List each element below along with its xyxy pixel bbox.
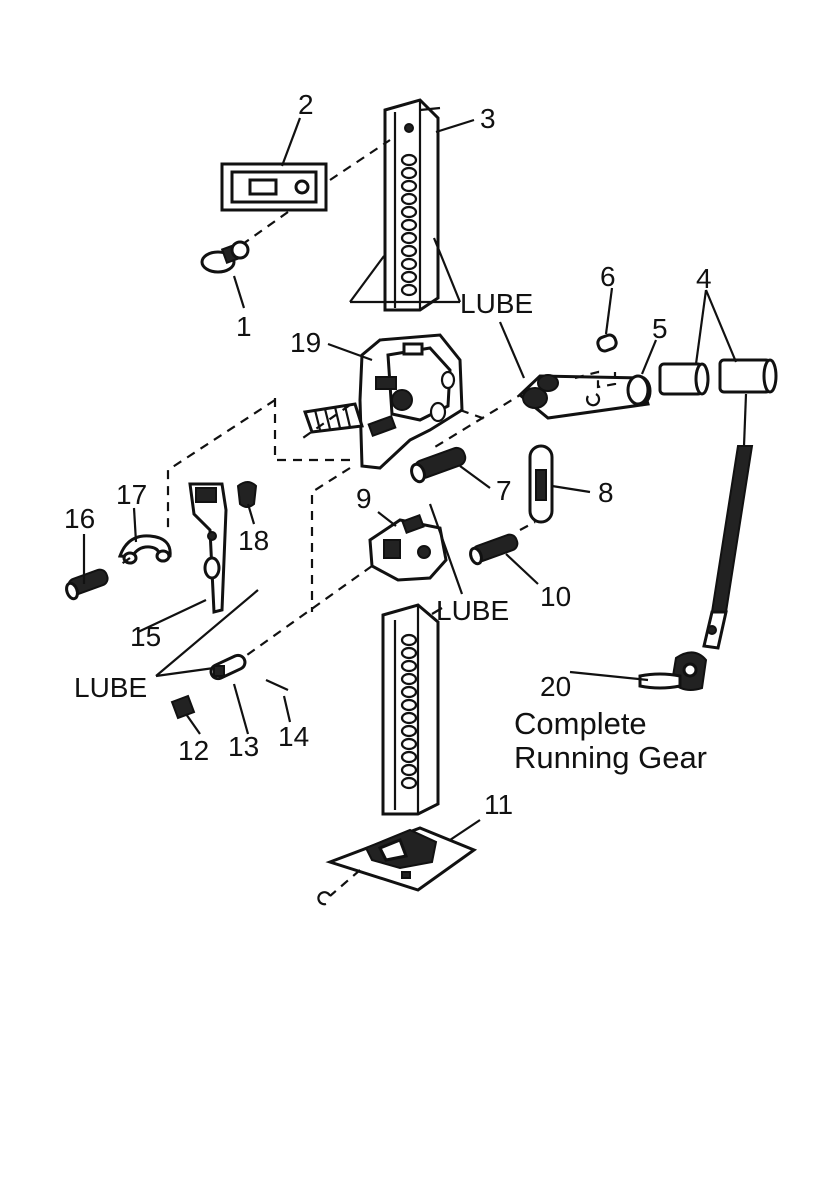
part-label-4: 4 (696, 263, 712, 294)
part-label-10: 10 (540, 581, 571, 612)
lube-label-left: LUBE (74, 672, 147, 703)
pawl-18 (238, 482, 256, 507)
part-label-20: 20 (540, 671, 571, 702)
part-label-9: 9 (356, 483, 372, 514)
caption-line-2: Running Gear (514, 740, 707, 775)
top-plate (222, 164, 326, 210)
climbing-casting (360, 335, 462, 468)
part-label-17: 17 (116, 479, 147, 510)
part-label-14: 14 (278, 721, 309, 752)
part-label-15: 15 (130, 621, 161, 652)
upper-standard-bar (385, 100, 440, 310)
hook (318, 892, 330, 904)
pin-7 (409, 446, 467, 484)
pin-6 (596, 333, 618, 352)
bar-holes-upper (402, 155, 416, 295)
part-label-18: 18 (238, 525, 269, 556)
link-8 (530, 446, 552, 522)
part-label-6: 6 (600, 261, 616, 292)
part-label-16: 16 (64, 503, 95, 534)
lower-standard-bar (383, 605, 438, 814)
bushing-5 (628, 376, 648, 404)
pin-13 (209, 653, 248, 681)
part-label-1: 1 (236, 311, 252, 342)
part-label-8: 8 (598, 477, 614, 508)
sleeve-4b (720, 360, 776, 392)
part-label-7: 7 (496, 475, 512, 506)
running-gear-caption: Complete Running Gear (514, 706, 707, 775)
block-12 (172, 696, 194, 718)
part-label-19: 19 (290, 327, 321, 358)
lube-label-upper: LUBE (460, 288, 533, 319)
part-label-13: 13 (228, 731, 259, 762)
handle-socket (305, 404, 362, 432)
pin-16 (65, 568, 110, 601)
lube-label-middle: LUBE (436, 595, 509, 626)
part-label-5: 5 (652, 313, 668, 344)
lower-casting (370, 515, 446, 580)
part-label-3: 3 (480, 103, 496, 134)
part-label-11: 11 (484, 789, 513, 820)
cotter-14 (266, 680, 288, 690)
part-label-2: 2 (298, 89, 314, 120)
part-label-12: 12 (178, 735, 209, 766)
large-nut-lever-15 (190, 484, 226, 612)
caption-line-1: Complete (514, 706, 647, 741)
sleeve-4a (660, 364, 708, 394)
running-gear-handle (640, 394, 752, 690)
clamp-bolt (202, 242, 248, 272)
